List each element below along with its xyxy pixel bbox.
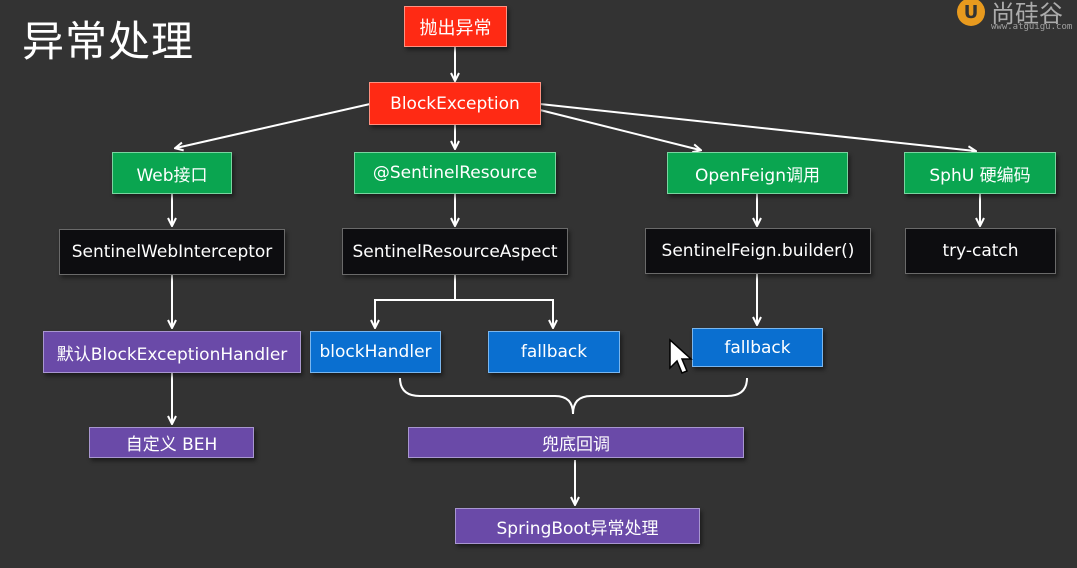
watermark-logo: U 尚硅谷 www.atguigu.com [955,0,1077,40]
node-sentinel-resource: @SentinelResource [354,152,556,194]
node-fallback-feign: fallback [692,328,823,367]
node-final-callback: 兜底回调 [408,427,744,458]
logo-icon: U [957,0,985,26]
node-web-interceptor: SentinelWebInterceptor [59,229,285,275]
arrow-blockexception-to-web [176,103,371,148]
node-block-exception: BlockException [369,82,541,125]
node-fallback-resource: fallback [488,331,620,373]
node-web-interface: Web接口 [112,152,232,194]
logo-url: www.atguigu.com [991,22,1073,32]
node-feign-builder: SentinelFeign.builder() [645,228,871,274]
arrow-aspect-to-fallback [455,299,553,327]
bracket-brace [399,377,748,415]
arrow-aspect-to-blockhandler [375,275,456,327]
node-openfeign: OpenFeign调用 [667,152,848,194]
arrow-blockexception-to-sphu [539,103,975,151]
node-try-catch: try-catch [905,228,1056,274]
node-throw-exception: 抛出异常 [404,6,507,47]
node-springboot-exception: SpringBoot异常处理 [455,508,700,544]
mouse-cursor-icon [669,338,693,374]
page-title: 异常处理 [22,17,195,66]
logo-name: 尚硅谷 [991,0,1063,28]
node-block-handler: blockHandler [310,331,441,373]
node-sphu: SphU 硬编码 [904,152,1056,194]
node-default-block-exception-handler: 默认BlockExceptionHandler [43,331,301,373]
arrow-blockexception-to-openfeign [539,109,700,150]
node-custom-beh: 自定义 BEH [89,427,254,458]
node-resource-aspect: SentinelResourceAspect [342,228,568,275]
